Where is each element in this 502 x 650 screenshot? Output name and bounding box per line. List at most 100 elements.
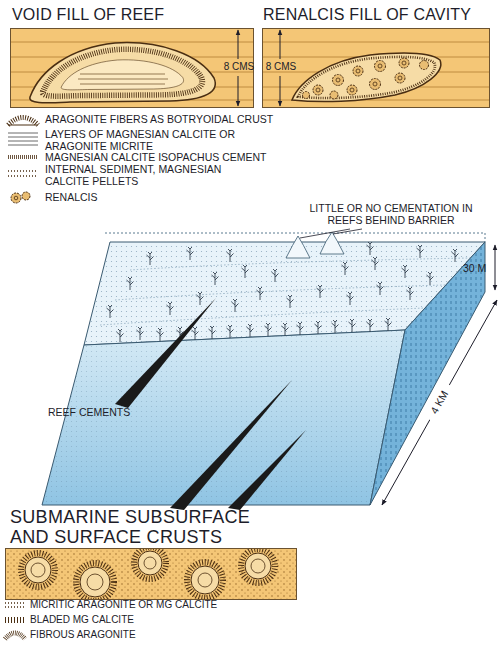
- void-fill-panel: [10, 28, 254, 108]
- coral-symbols: [197, 292, 204, 305]
- sample-panel: SUBMARINE SUBSURFACE AND SURFACE CRUSTS: [5, 548, 297, 600]
- pointer-wedges: [170, 380, 292, 510]
- coral-symbols: [377, 282, 384, 295]
- callout-label: REEF CEMENTS: [48, 406, 130, 418]
- legend-symbols: [5, 606, 25, 607]
- coral-symbols: [227, 325, 234, 338]
- coral-symbols: [342, 262, 349, 275]
- legend-symbols: [5, 617, 25, 623]
- sample-panel: VOID FILL OF REEF8 CMS: [10, 28, 254, 108]
- legend-symbols: [8, 133, 38, 134]
- dimension-label: 8 CMS: [222, 61, 256, 73]
- legend-symbols: [5, 602, 25, 603]
- pointer-wedges: [115, 298, 306, 510]
- annotation-note: LITTLE OR NO CEMENTATION IN REEFS BEHIND…: [300, 202, 482, 226]
- crust-panel: [198, 573, 212, 587]
- coral-symbols: [127, 277, 134, 290]
- renalcis-panel: [399, 58, 409, 68]
- renalcis-panel: [336, 78, 340, 82]
- legend-text: BLADED MG CALCITE: [30, 614, 134, 626]
- renalcis-panel: [313, 85, 323, 95]
- renalcis-panel: [330, 91, 338, 99]
- pointer-wedges: [115, 298, 216, 408]
- renalcis-panel: [356, 69, 360, 73]
- renalcis-panel: [303, 92, 310, 99]
- crust-panel: [138, 551, 162, 575]
- dimension-label: 8 CMS: [264, 61, 298, 73]
- crust-panel: [5, 548, 297, 600]
- reef-block-diagram: [42, 229, 497, 510]
- panel-heading: VOID FILL OF REEF: [12, 6, 164, 24]
- legend-symbols: [8, 175, 38, 177]
- legend-text: LAYERS OF MAGNESIAN CALCITE OR ARAGONITE…: [45, 129, 270, 152]
- coral-symbols: [212, 272, 219, 285]
- crust-panel: [134, 548, 166, 579]
- renalcis-panel: [398, 76, 402, 80]
- renalcis-panel: [298, 57, 435, 98]
- legend-symbols: [8, 125, 38, 126]
- coral-symbols: [209, 326, 216, 339]
- crust-panel: [144, 557, 156, 569]
- coral-symbols: [187, 247, 194, 260]
- renalcis-panel: [420, 61, 429, 70]
- coral-symbols: [157, 328, 164, 341]
- crust-panel: [21, 548, 275, 600]
- reef-block-diagram: [130, 258, 470, 270]
- renalcis-panel: [316, 88, 320, 92]
- void-fill-panel: [80, 74, 165, 75]
- legend-symbols: [8, 155, 38, 159]
- coral-symbols: [107, 242, 459, 342]
- coral-symbols: [317, 285, 324, 298]
- coral-symbols: [297, 322, 304, 335]
- reef-block-diagram: [495, 245, 496, 290]
- crust-panel: [76, 563, 114, 600]
- legend-symbols: [8, 137, 38, 138]
- crust-panel: [87, 574, 103, 590]
- coral-symbols: [117, 329, 124, 342]
- renalcis-panel: [262, 28, 490, 108]
- legend-symbols: [8, 133, 38, 145]
- coral-symbols: [407, 287, 414, 300]
- reef-block-diagram: [382, 300, 497, 505]
- coral-symbols: [107, 305, 114, 318]
- legend-text: MAGNESIAN CALCITE ISOPACHUS CEMENT: [45, 152, 267, 164]
- coral-symbols: [427, 272, 434, 285]
- crust-panel: [187, 562, 223, 598]
- renalcis-panel: [395, 73, 405, 83]
- legend-text: INTERNAL SEDIMENT, MAGNESIAN CALCITE PEL…: [45, 164, 260, 187]
- dimension-label: 30 M: [463, 262, 486, 274]
- coral-symbols: [349, 319, 356, 332]
- legend-symbols: [5, 633, 25, 639]
- renalcis-panel: [262, 42, 490, 43]
- renalcis-panel: [262, 28, 490, 108]
- coral-symbols: [265, 323, 272, 336]
- crust-panel: [5, 548, 297, 600]
- reef-block-diagram: [100, 258, 470, 325]
- coral-symbols: [315, 321, 322, 334]
- coral-symbols: [287, 295, 294, 308]
- reef-block-diagram: [42, 330, 405, 505]
- pointer-wedges: [228, 430, 306, 510]
- reef-block-diagram: [100, 308, 425, 325]
- renalcis-panel: [350, 88, 354, 92]
- coral-symbols: [332, 320, 339, 333]
- coral-symbols: [402, 265, 409, 278]
- legend-symbols: [8, 145, 38, 146]
- renalcis-panel: [402, 61, 406, 65]
- coral-symbols: [227, 249, 234, 262]
- renalcis-panel: [373, 82, 377, 86]
- coral-symbols: [452, 249, 459, 262]
- crust-panel: [80, 567, 110, 597]
- renalcis-panel: [333, 75, 344, 86]
- renalcis-panel: [347, 85, 357, 95]
- reef-block-diagram: [286, 236, 310, 258]
- void-fill-panel: [78, 79, 168, 80]
- coral-symbols: [367, 242, 374, 255]
- renalcis-panel: [378, 64, 382, 68]
- coral-symbols: [137, 327, 144, 340]
- crust-panel: [245, 553, 271, 579]
- panel-heading: RENALCIS FILL OF CAVITY: [263, 6, 471, 24]
- reef-block-diagram: [333, 229, 362, 234]
